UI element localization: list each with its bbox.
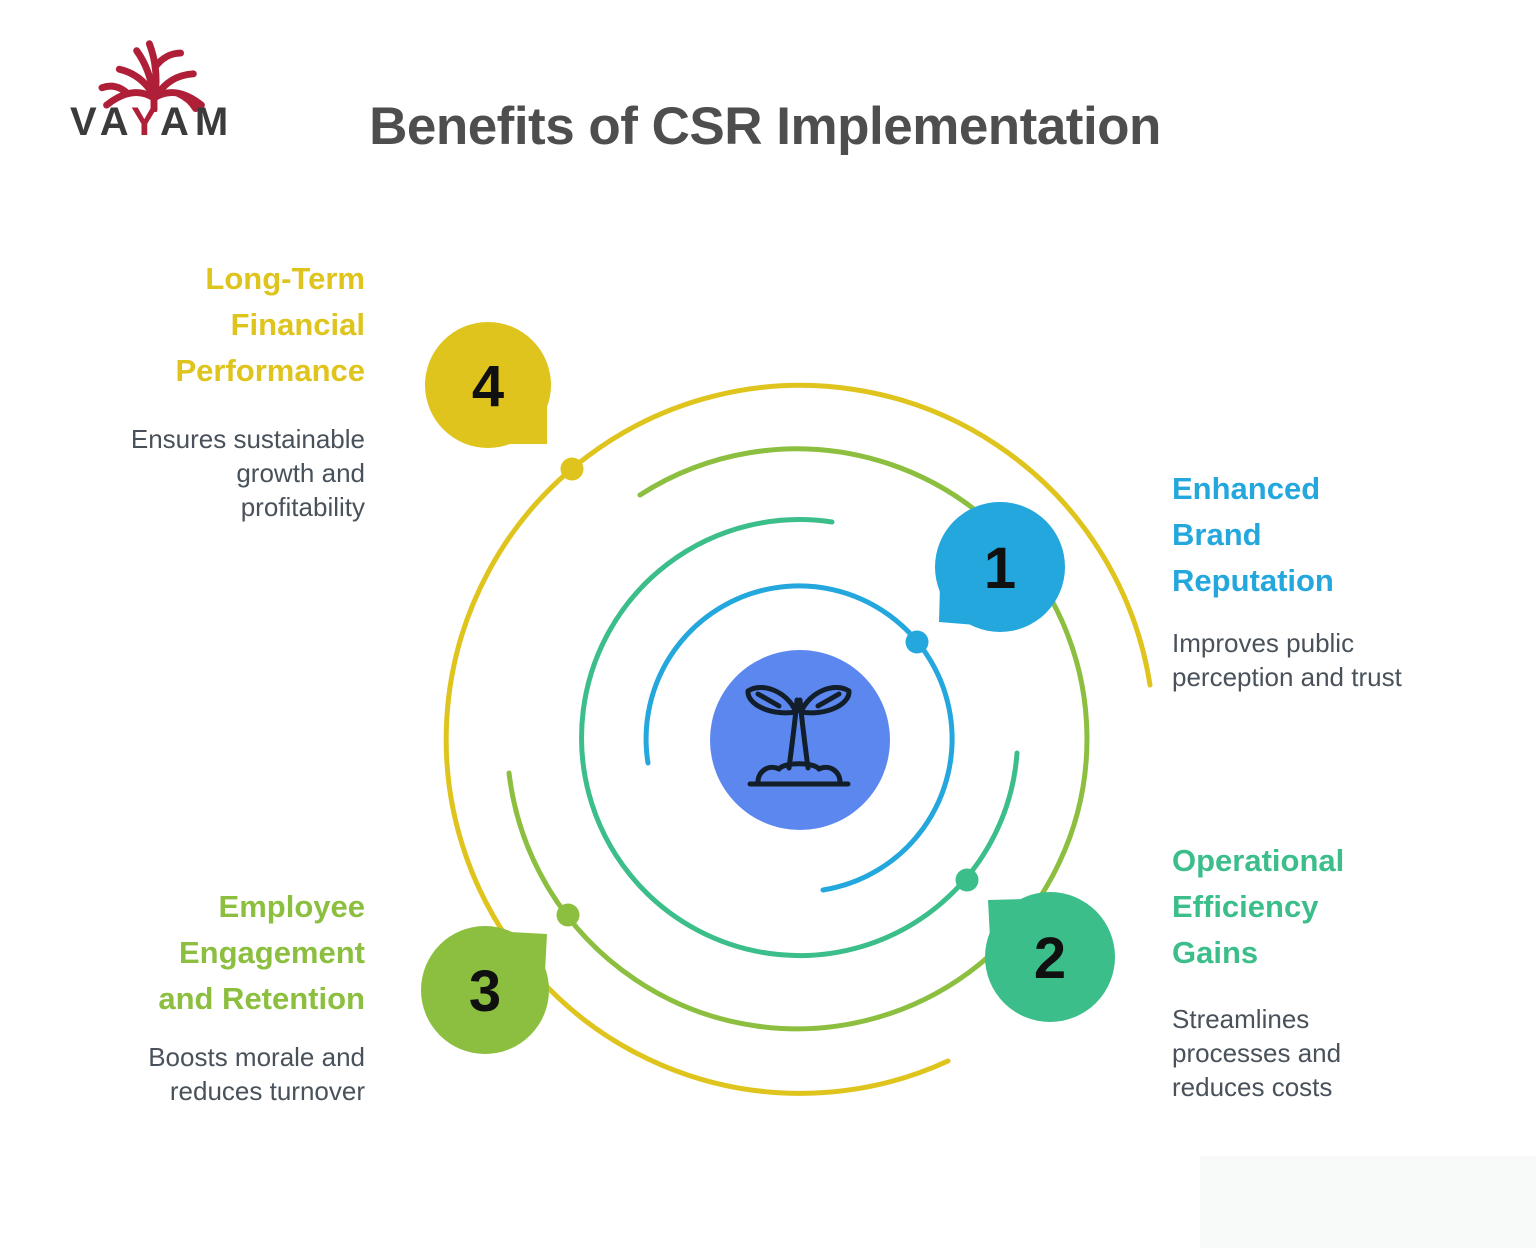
benefit-4-description: Ensures sustainable growth and profitabi… xyxy=(130,424,365,522)
spiral-dot-2 xyxy=(955,868,979,892)
sprout-icon xyxy=(745,685,852,787)
spiral-arc-2 xyxy=(579,517,1020,959)
spiral-arc-4 xyxy=(443,382,1153,1096)
bubble-1: 1 xyxy=(935,502,1065,632)
benefit-1-title: Enhanced Brand Reputation xyxy=(1172,471,1334,598)
bubble-3-number: 3 xyxy=(469,959,501,1024)
bubble-2: 2 xyxy=(985,892,1115,1022)
spiral-dot-4 xyxy=(560,457,584,481)
spiral-arc-3 xyxy=(506,446,1090,1032)
benefit-1-description: Improves public perception and trust xyxy=(1172,628,1402,692)
bubble-3: 3 xyxy=(421,926,549,1054)
spiral-arc-1 xyxy=(643,583,955,893)
logo-text-pre: VA xyxy=(70,100,131,144)
vayam-logo-text: VAYAM xyxy=(70,102,250,142)
bubble-4-number: 4 xyxy=(472,354,504,419)
benefit-4-title: Long-Term Financial Performance xyxy=(175,261,365,388)
benefit-2-title: Operational Efficiency Gains xyxy=(1172,843,1345,970)
bubble-1-number: 1 xyxy=(984,536,1016,601)
bubble-4: 4 xyxy=(425,322,551,448)
spiral-dot-3 xyxy=(556,903,580,927)
benefit-3-title: Employee Engagement and Retention xyxy=(158,889,365,1016)
benefit-3-description: Boosts morale and reduces turnover xyxy=(148,1042,365,1106)
benefit-2-description: Streamlines processes and reduces costs xyxy=(1172,1004,1342,1102)
vayam-tree-icon xyxy=(98,40,205,112)
background-corner-strip xyxy=(1200,1156,1536,1248)
bubble-2-number: 2 xyxy=(1034,926,1066,991)
logo-text-post: AM xyxy=(159,100,235,144)
center-circle xyxy=(710,650,890,830)
logo-text-accent: Y xyxy=(130,100,160,144)
spiral-dot-1 xyxy=(905,630,929,654)
page-title: Benefits of CSR Implementation xyxy=(369,97,1161,156)
